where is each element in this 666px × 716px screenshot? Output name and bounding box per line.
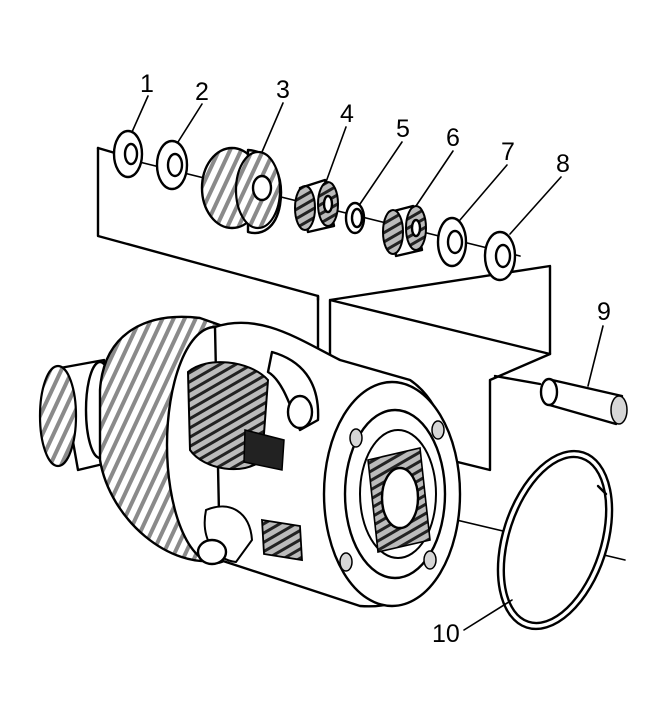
thrust-washer-8	[483, 230, 517, 282]
callout-1: 1	[140, 70, 154, 98]
pinion-gear-3	[200, 146, 283, 235]
callout-5: 5	[396, 115, 410, 143]
callout-4: 4	[340, 100, 354, 128]
needle-bearing-6	[382, 204, 427, 258]
washer-7	[436, 216, 468, 268]
callout-3: 3	[276, 76, 290, 104]
differential-housing	[38, 315, 462, 608]
callout-10: 10	[432, 620, 460, 648]
callouts: 1 2 3 4 5 6 7 8 9 10	[131, 70, 611, 648]
snap-ring-5	[344, 201, 366, 235]
callout-8: 8	[556, 150, 570, 178]
callout-2: 2	[195, 78, 209, 106]
pinion-pin-9	[539, 377, 628, 426]
callout-7: 7	[501, 138, 515, 166]
callout-6: 6	[446, 124, 460, 152]
thrust-washer-1	[112, 129, 144, 179]
callout-9: 9	[597, 298, 611, 326]
retaining-ring-10	[496, 449, 614, 631]
needle-bearing-4	[294, 178, 339, 234]
washer-2	[155, 139, 189, 191]
